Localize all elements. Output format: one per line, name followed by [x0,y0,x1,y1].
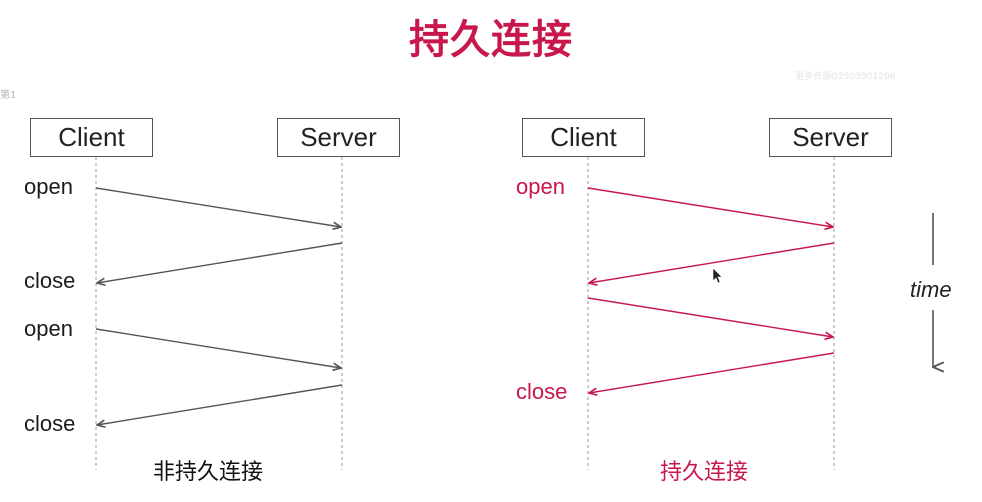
right-open-label: open [516,174,565,199]
right-request-arrow-2 [587,297,833,337]
left-open-label-1: open [24,174,73,199]
right-request-arrow-1 [587,187,833,227]
left-close-label-1: close [24,268,76,293]
right-close-label: close [516,379,568,404]
right-diagram-caption: 持久连接 [660,460,749,485]
right-server-box: Server [769,118,892,157]
left-client-box: Client [30,118,153,157]
left-request-arrow-1 [95,187,341,227]
time-axis-label: time [910,277,952,302]
left-response-arrow-2 [97,384,343,425]
slide-title: 持久连接 [409,17,573,63]
left-server-box: Server [277,118,400,157]
page-mark: 第1 [0,90,17,101]
left-request-arrow-2 [95,328,341,368]
left-response-arrow-1 [97,242,343,283]
right-client-box: Client [522,118,645,157]
left-diagram-caption: 非持久连接 [153,460,264,485]
left-open-label-2: open [24,316,73,341]
watermark-text: 更多资源Q2503901206 [795,72,896,82]
mouse-cursor-icon [712,267,723,284]
left-close-label-2: close [24,411,76,436]
right-response-arrow-1 [589,242,835,283]
right-response-arrow-2 [589,352,835,393]
